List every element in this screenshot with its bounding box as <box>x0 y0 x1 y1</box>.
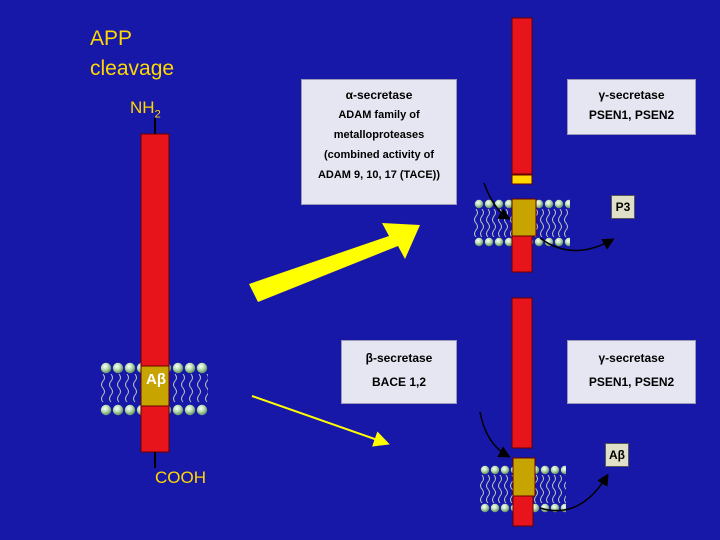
enzyme-detail: (combined activity of <box>323 149 435 161</box>
p3-product-label: P3 <box>611 195 635 219</box>
p3-release-arrow <box>539 237 615 252</box>
gamma-secretase-box-upper: γ-secretase PSEN1, PSEN2 <box>567 79 696 135</box>
alpha-secretase-box: α-secretase ADAM family of metalloprotea… <box>301 79 457 205</box>
alpha-pathway-arrow <box>249 223 420 302</box>
gamma-cut-arrow-lower-in <box>479 411 511 458</box>
full-length-app-protein <box>100 118 208 468</box>
beta-secretase-box: β-secretase BACE 1,2 <box>341 340 457 404</box>
enzyme-detail: PSEN1, PSEN2 <box>588 108 675 122</box>
enzyme-detail: PSEN1, PSEN2 <box>588 375 675 389</box>
abeta-release-arrow <box>539 473 609 512</box>
app-extracellular-domain <box>140 133 170 367</box>
abeta-fragment-label: Aβ <box>146 371 166 388</box>
enzyme-name: γ-secretase <box>598 351 665 365</box>
n-terminus-label: NH2 <box>130 98 161 121</box>
gamma-cut-arrow-upper-in <box>483 182 511 220</box>
title-line-2: cleavage <box>90 57 175 80</box>
gamma-secretase-box-lower: γ-secretase PSEN1, PSEN2 <box>567 340 696 404</box>
beta-pathway-arrow <box>251 395 390 447</box>
enzyme-name: α-secretase <box>345 88 413 102</box>
enzyme-detail: ADAM family of <box>338 109 420 121</box>
abeta-product-label: Aβ <box>605 443 629 467</box>
c-terminus-label: COOH <box>155 468 206 487</box>
beta-cleaved-app <box>479 297 609 527</box>
app-intracellular-domain <box>140 405 170 453</box>
enzyme-name: γ-secretase <box>598 88 665 102</box>
alpha-cleaved-app <box>474 17 615 273</box>
title-line-1: APP <box>90 27 133 50</box>
enzyme-detail: BACE 1,2 <box>371 375 427 389</box>
enzyme-name: β-secretase <box>365 351 433 365</box>
enzyme-detail: ADAM 9, 10, 17 (TACE)) <box>317 169 441 181</box>
enzyme-detail: metalloproteases <box>333 129 425 141</box>
slide-title: APP cleavage <box>90 24 174 84</box>
